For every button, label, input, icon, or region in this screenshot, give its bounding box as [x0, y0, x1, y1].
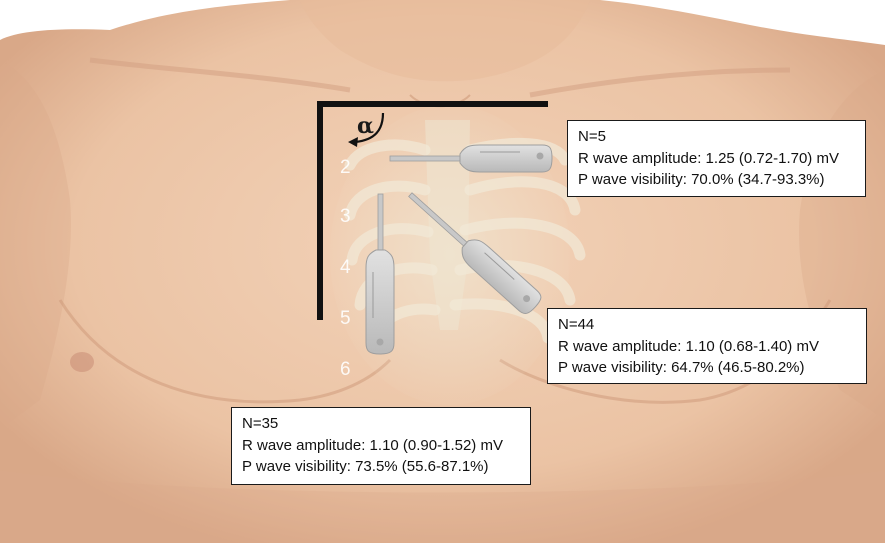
box-count: N=35: [242, 413, 520, 435]
box-r-wave: R wave amplitude: 1.25 (0.72-1.70) mV: [578, 148, 855, 170]
left-nipple: [70, 352, 94, 372]
box-r-wave: R wave amplitude: 1.10 (0.90-1.52) mV: [242, 435, 520, 457]
info-box-vertical: N=35 R wave amplitude: 1.10 (0.90-1.52) …: [231, 407, 531, 485]
rib-number-4: 4: [340, 257, 351, 278]
box-count: N=5: [578, 126, 855, 148]
box-p-wave: P wave visibility: 73.5% (55.6-87.1%): [242, 456, 520, 478]
box-p-wave: P wave visibility: 70.0% (34.7-93.3%): [578, 169, 855, 191]
angle-alpha-label: α: [357, 113, 374, 139]
rib-number-5: 5: [340, 308, 351, 329]
rib-number-6: 6: [340, 359, 351, 380]
box-r-wave: R wave amplitude: 1.10 (0.68-1.40) mV: [558, 336, 856, 358]
box-count: N=44: [558, 314, 856, 336]
info-box-diagonal: N=44 R wave amplitude: 1.10 (0.68-1.40) …: [547, 308, 867, 384]
box-p-wave: P wave visibility: 64.7% (46.5-80.2%): [558, 357, 856, 379]
rib-number-2: 2: [340, 157, 351, 178]
info-box-horizontal: N=5 R wave amplitude: 1.25 (0.72-1.70) m…: [567, 120, 866, 197]
rib-number-3: 3: [340, 206, 351, 227]
